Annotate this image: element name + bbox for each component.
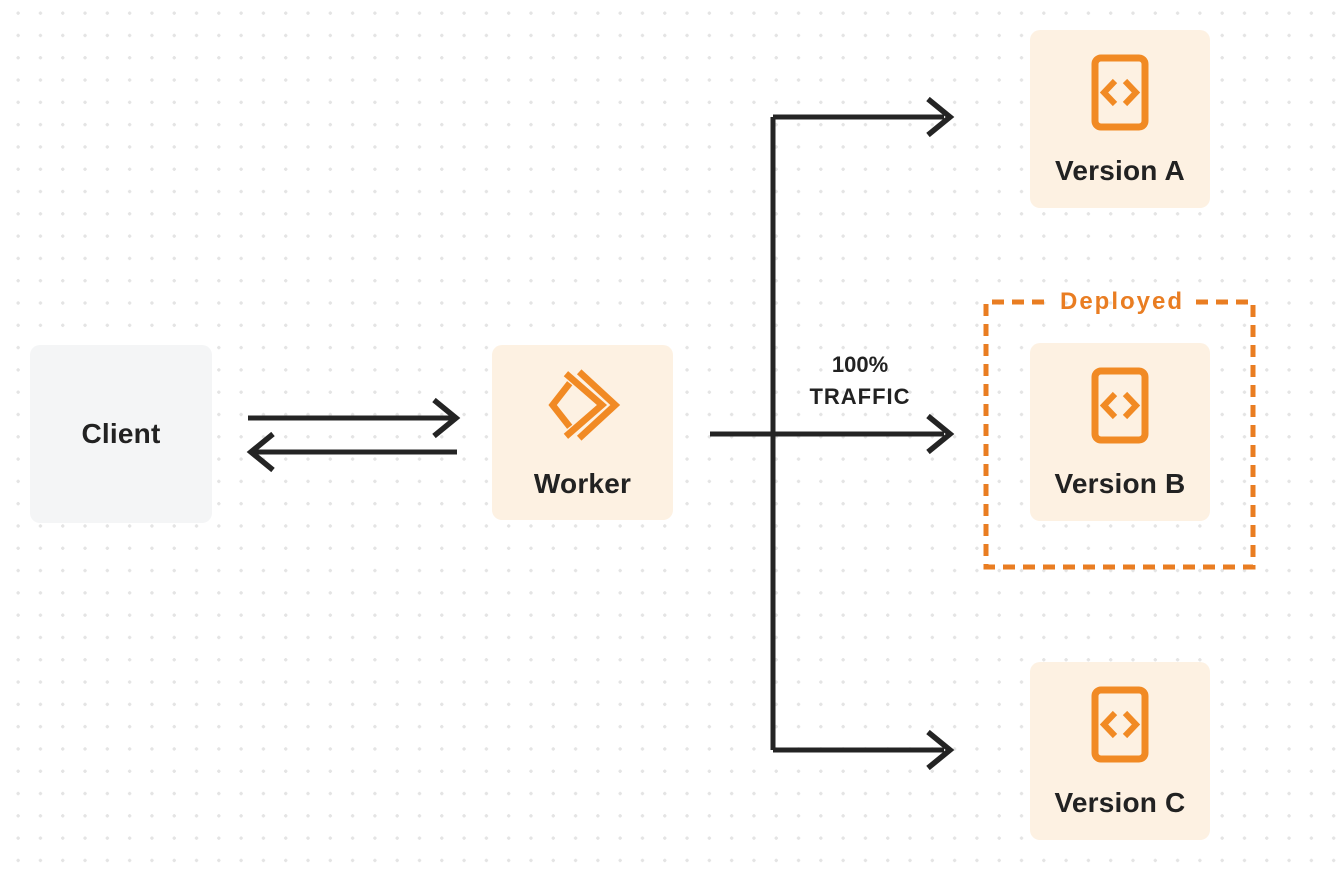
traffic-annotation: 100% TRAFFIC bbox=[770, 349, 950, 413]
deployed-label: Deployed bbox=[1059, 288, 1185, 315]
worker-label: Worker bbox=[533, 467, 632, 499]
node-version-a: Version A bbox=[1030, 30, 1210, 208]
code-version-icon bbox=[1091, 54, 1149, 130]
node-client: Client bbox=[30, 345, 212, 523]
code-version-icon bbox=[1091, 686, 1149, 762]
code-version-icon bbox=[1091, 367, 1149, 443]
worker-to-client-arrow bbox=[246, 431, 457, 473]
version-a-label: Version A bbox=[1055, 154, 1185, 186]
node-version-c: Version C bbox=[1030, 662, 1210, 840]
version-b-label: Version B bbox=[1054, 467, 1186, 499]
traffic-percent-label: 100% bbox=[831, 352, 889, 377]
node-worker: Worker bbox=[492, 345, 673, 520]
node-version-b: Version B bbox=[1030, 343, 1210, 521]
client-label: Client bbox=[81, 418, 161, 449]
workers-logo-icon bbox=[547, 368, 620, 441]
branch-to-version-a-arrow bbox=[773, 96, 955, 138]
branch-to-version-c-arrow bbox=[773, 729, 955, 771]
version-c-label: Version C bbox=[1054, 786, 1186, 818]
client-to-worker-arrow bbox=[248, 397, 461, 439]
traffic-word-label: TRAFFIC bbox=[809, 384, 911, 409]
worker-to-version-b-arrow bbox=[710, 413, 955, 455]
